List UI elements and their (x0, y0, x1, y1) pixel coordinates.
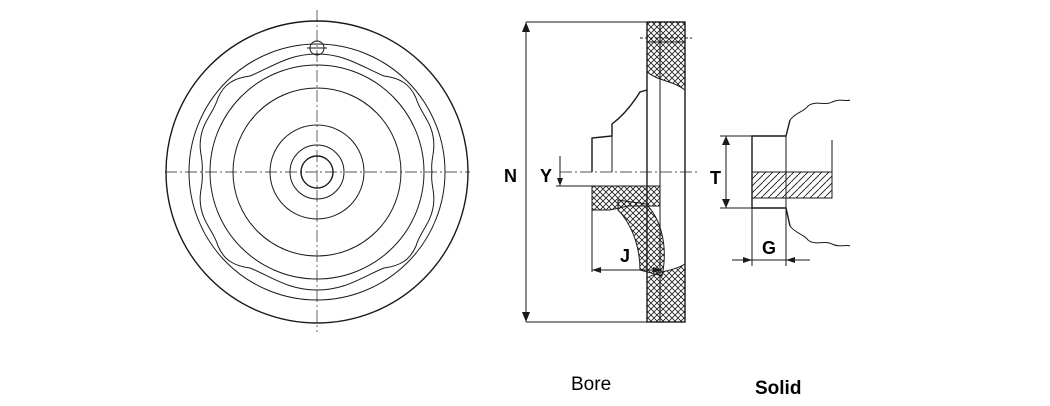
outer-rim-circle (165, 20, 469, 324)
dim-t-arrow-bottom (722, 199, 730, 208)
solid-hub-upper (751, 119, 791, 172)
hub-boss-circle (289, 144, 345, 200)
bore-circle (300, 155, 334, 189)
dim-g-label: G (762, 238, 776, 258)
web-circle-mid (232, 87, 402, 257)
solid-hub-section (751, 171, 833, 199)
dim-j-label: J (620, 246, 630, 266)
break-line-top (789, 99, 851, 121)
rim-inner-circle (188, 43, 446, 301)
front-view (165, 10, 470, 332)
scalloped-grip-contour (199, 53, 435, 291)
web-circle-outer (209, 64, 425, 280)
rim-bottom-hatch (646, 263, 686, 323)
solid-section-view: T G Solid (710, 99, 851, 399)
dim-t-label: T (710, 168, 721, 188)
solid-caption: Solid (755, 378, 801, 399)
web-upper-outline (591, 89, 648, 172)
dim-y-label: Y (540, 166, 552, 186)
bore-caption: Bore (571, 374, 611, 395)
dim-n-arrow-bottom (522, 312, 530, 322)
spoke-lower-section (617, 199, 665, 277)
dim-n-arrow-top (522, 22, 530, 32)
rim-top-section (646, 21, 686, 43)
rim-top-hatch (646, 41, 686, 92)
hub-circle (269, 124, 365, 220)
dim-g-arrow-right (786, 257, 795, 263)
dim-t-arrow-top (722, 136, 730, 145)
dim-j-arrow-right (653, 267, 662, 273)
bore-section-view: N Y J Bore (504, 21, 700, 395)
dim-g-arrow-left (743, 257, 752, 263)
dim-n-label: N (504, 166, 517, 186)
break-line-bottom (789, 225, 851, 247)
dim-j-arrow-left (592, 267, 601, 273)
dim-y-arrow (557, 178, 563, 186)
